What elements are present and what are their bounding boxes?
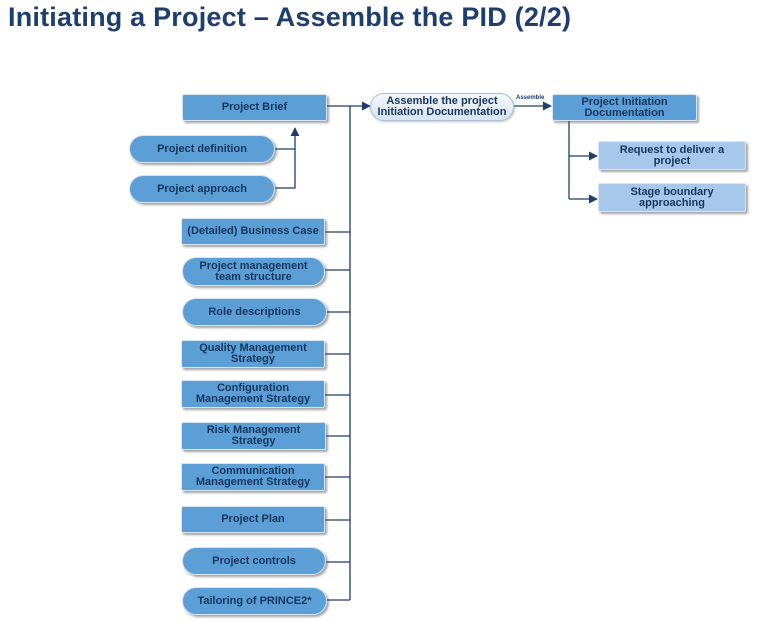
box-pid-output: Project Initiation Documentation (552, 94, 697, 121)
box-role-descriptions: Role descriptions (182, 298, 327, 326)
box-project-definition: Project definition (129, 135, 275, 163)
box-comm-strategy: Communication Management Strategy (181, 463, 325, 491)
box-project-brief: Project Brief (182, 94, 327, 121)
box-risk-strategy: Risk Management Strategy (181, 422, 326, 450)
box-project-controls: Project controls (182, 547, 326, 575)
box-config-strategy: Configuration Management Strategy (181, 380, 325, 408)
box-tailoring: Tailoring of PRINCE2* (182, 587, 327, 615)
box-team-structure: Project management team structure (182, 257, 325, 286)
box-quality-strategy: Quality Management Strategy (181, 340, 325, 368)
connector-approach (275, 127, 300, 189)
box-request-deliver: Request to deliver a project (598, 141, 746, 170)
arrow-label-assemble: Assemble (516, 95, 545, 101)
page-title: Initiating a Project – Assemble the PID … (8, 2, 572, 32)
box-business-case: (Detailed) Business Case (181, 218, 325, 245)
box-stage-boundary: Stage boundary approaching (598, 183, 746, 212)
box-project-approach: Project approach (129, 175, 275, 203)
box-project-plan: Project Plan (181, 506, 325, 533)
activity-assemble-pid: Assemble the project Initiation Document… (370, 93, 514, 121)
